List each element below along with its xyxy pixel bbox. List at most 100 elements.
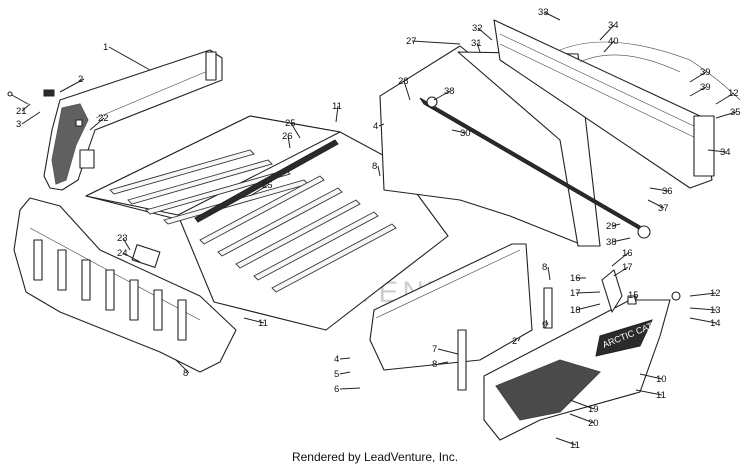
callout-number: 16 <box>622 248 633 259</box>
callout-number: 20 <box>588 418 599 429</box>
callout-number: 24 <box>117 248 128 259</box>
tailgate-panel <box>13 197 237 373</box>
callout-leader <box>715 111 737 119</box>
callout-number: 17 <box>622 262 633 273</box>
callout-number: 22 <box>98 113 109 124</box>
callout-number: 4 <box>373 121 378 132</box>
callout-number: 25 <box>262 180 273 191</box>
callout-number: 14 <box>710 318 721 329</box>
callout-number: 25 <box>285 118 296 129</box>
callout-leader <box>689 307 717 311</box>
callout-number: 1 <box>103 42 108 53</box>
callout-leader <box>243 317 265 324</box>
callout-number: 21 <box>16 106 27 117</box>
callout-leader <box>613 266 629 277</box>
callout-number: 12 <box>710 288 721 299</box>
callout-number: 13 <box>710 305 721 316</box>
callout-leader <box>649 187 669 192</box>
hardware-left <box>7 89 95 169</box>
callout-number: 29 <box>606 221 617 232</box>
credit-text: Rendered by LeadVenture, Inc. <box>291 450 459 464</box>
callout-number: 34 <box>720 147 731 158</box>
callout-number: 8 <box>183 368 188 379</box>
callout-leader <box>689 71 707 83</box>
callout-number: 34 <box>608 20 619 31</box>
top-rail-assembly <box>493 19 741 189</box>
callout-leader <box>339 357 351 360</box>
callout-number: 16 <box>570 273 581 284</box>
callout-number: 27 <box>406 36 417 47</box>
callout-leader <box>335 105 339 123</box>
callout-leader <box>89 117 105 131</box>
callout-leader <box>635 389 663 396</box>
callout-leader <box>689 86 707 97</box>
callout-number: 11 <box>570 440 580 451</box>
callout-leader <box>339 371 351 375</box>
callout-number: 32 <box>472 23 483 34</box>
callout-number: 2 <box>512 336 517 347</box>
callout-leader <box>122 252 141 263</box>
callout-leader <box>108 46 151 71</box>
callout-number: 26 <box>282 131 293 142</box>
callout-leader <box>433 90 451 101</box>
callout-leader <box>647 199 665 209</box>
callout-number: 19 <box>588 404 599 415</box>
callout-leader <box>476 42 481 53</box>
callout-leader <box>517 337 521 342</box>
callout-labels: 1232122232481125262581127284383031323334… <box>16 7 741 451</box>
callout-number: 30 <box>460 128 471 139</box>
callout-number: 38 <box>444 86 455 97</box>
callout-number: 4 <box>334 354 339 365</box>
callout-leader <box>59 78 85 93</box>
callout-number: 11 <box>258 318 268 329</box>
callout-number: 39 <box>700 82 711 93</box>
brackets <box>457 287 553 391</box>
callout-leader <box>21 111 41 125</box>
latch-parts <box>601 269 681 313</box>
callout-number: 5 <box>334 369 339 380</box>
callout-number: 38 <box>606 237 617 248</box>
callout-leader <box>639 373 663 380</box>
callout-leader <box>477 27 493 41</box>
callout-leader <box>339 387 361 390</box>
callout-leader <box>287 135 291 149</box>
callout-number: 36 <box>662 186 673 197</box>
callout-number: 15 <box>628 290 639 301</box>
callout-number: 8 <box>432 359 437 370</box>
callout-number: 17 <box>570 288 581 299</box>
callout-number: 35 <box>730 107 741 118</box>
callout-number: 3 <box>16 119 21 130</box>
callout-number: 2 <box>78 74 83 85</box>
callout-number: 8 <box>542 262 547 273</box>
callout-leader <box>569 413 595 424</box>
callout-number: 7 <box>432 344 437 355</box>
callout-leader <box>249 184 269 197</box>
callout-number: 11 <box>656 390 666 401</box>
callout-leader <box>547 266 551 281</box>
callout-leader <box>290 122 301 139</box>
callout-leader <box>575 303 601 311</box>
callout-leader <box>707 149 727 153</box>
callout-number: 39 <box>700 67 711 78</box>
callout-number: 10 <box>656 374 667 385</box>
callout-leader <box>545 319 549 326</box>
callout-leader <box>575 291 601 294</box>
callout-number: 6 <box>334 384 339 395</box>
callout-number: 40 <box>608 36 619 47</box>
callout-leader <box>451 129 467 134</box>
callout-number: 18 <box>570 305 581 316</box>
right-side-panel <box>369 243 533 371</box>
callout-leader <box>437 361 449 365</box>
callout-number: 12 <box>728 88 739 99</box>
callout-leader <box>403 80 411 101</box>
callout-leader <box>689 292 717 297</box>
callout-number: 31 <box>471 38 482 49</box>
callout-leader <box>633 294 637 303</box>
callout-leader <box>543 11 561 21</box>
callout-leader <box>599 24 615 41</box>
callout-number: 33 <box>538 7 549 18</box>
callout-leader <box>21 103 31 112</box>
callout-number: 8 <box>372 161 377 172</box>
callout-leader <box>378 123 385 127</box>
